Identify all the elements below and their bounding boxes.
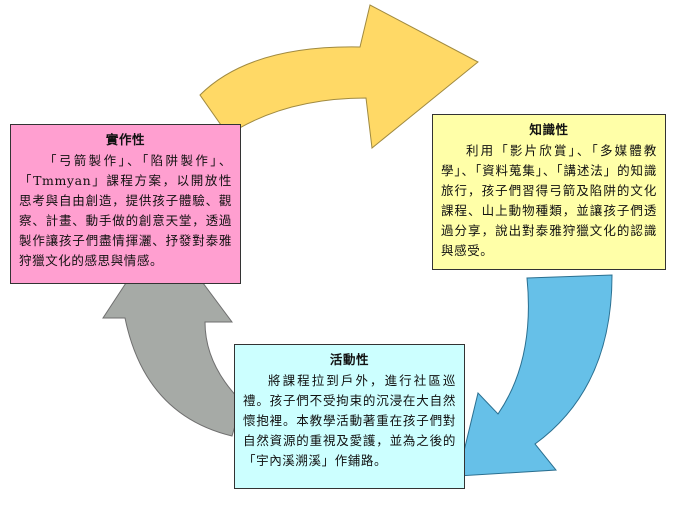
knowledge-title: 知識性 [529, 122, 569, 137]
top-curved-arrow [199, 4, 479, 149]
practice-title: 實作性 [105, 132, 146, 147]
activity-title: 活動性 [329, 352, 370, 367]
activity-box: 活動性 將課程拉到戶外，進行社區巡禮。孩子們不受拘束的沉浸在大自然懷抱裡。本教學… [234, 344, 465, 489]
right-curved-arrow [457, 274, 613, 477]
knowledge-text: 利用「影片欣賞」、「多媒體教學」、「資料蒐集」、「講述法」的知識旅行，孩子們習得… [441, 143, 657, 258]
knowledge-box: 知識性 利用「影片欣賞」、「多媒體教學」、「資料蒐集」、「講述法」的知識旅行，孩… [432, 114, 666, 270]
practice-box: 實作性 「弓箭製作」、「陷阱製作」、「Tmmyan」課程方案，以開放性思考與自由… [10, 124, 241, 284]
practice-text: 「弓箭製作」、「陷阱製作」、「Tmmyan」課程方案，以開放性思考與自由創造，提… [19, 153, 232, 268]
activity-text: 將課程拉到戶外，進行社區巡禮。孩子們不受拘束的沉浸在大自然懷抱裡。本教學活動著重… [243, 373, 456, 468]
